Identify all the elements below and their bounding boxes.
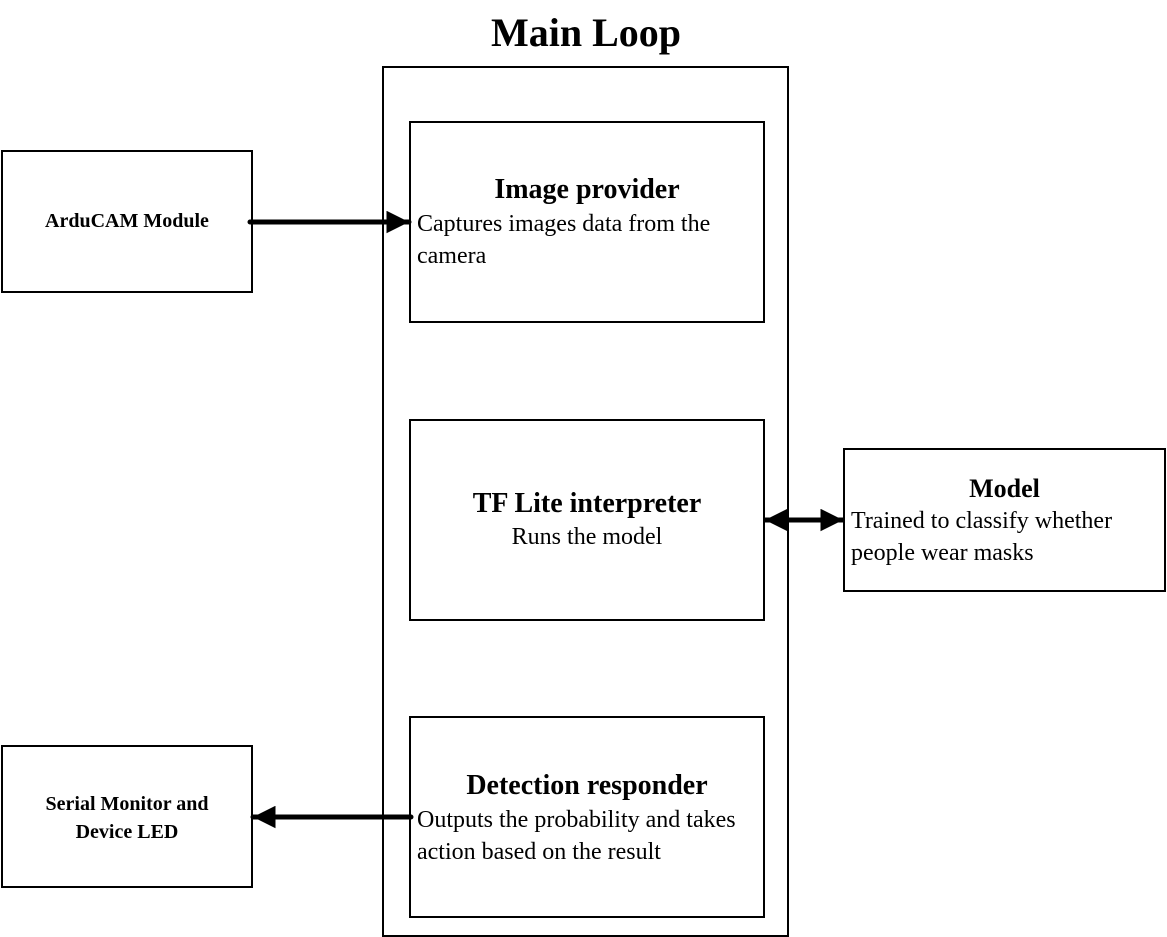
tf-lite-interpreter-box: TF Lite interpreter Runs the model xyxy=(409,419,765,621)
model-box: Model Trained to classify whether people… xyxy=(843,448,1166,592)
detection-responder-title: Detection responder xyxy=(466,770,708,801)
arducam-module-box: ArduCAM Module xyxy=(1,150,253,293)
tf-lite-interpreter-description: Runs the model xyxy=(511,524,663,550)
image-provider-box: Image provider Captures images data from… xyxy=(409,121,765,323)
image-provider-title: Image provider xyxy=(494,174,680,205)
detection-responder-description: Outputs the probability and takes action… xyxy=(417,807,736,865)
tf-lite-interpreter-title: TF Lite interpreter xyxy=(472,488,702,519)
serial-monitor-box: Serial Monitor and Device LED xyxy=(1,745,253,888)
diagram-title: Main Loop xyxy=(490,10,682,55)
serial-monitor-label: Serial Monitor and Device LED xyxy=(45,793,209,843)
model-description: Trained to classify whether people wear … xyxy=(851,508,1113,566)
model-title: Model xyxy=(969,474,1040,503)
arducam-module-label: ArduCAM Module xyxy=(45,210,209,232)
image-provider-description: Captures images data from the camera xyxy=(417,211,711,269)
detection-responder-box: Detection responder Outputs the probabil… xyxy=(409,716,765,918)
